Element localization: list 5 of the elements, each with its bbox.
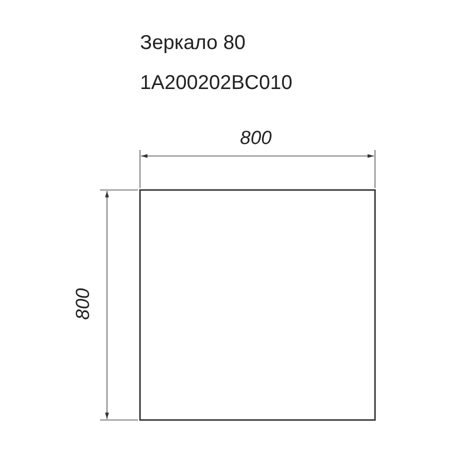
product-code: 1A200202BC010 <box>140 72 292 95</box>
mirror-outline <box>139 189 376 421</box>
dimension-label: 800 <box>240 128 272 150</box>
dimension-label: 800 <box>72 288 95 320</box>
title: Зеркало 80 <box>140 32 246 55</box>
